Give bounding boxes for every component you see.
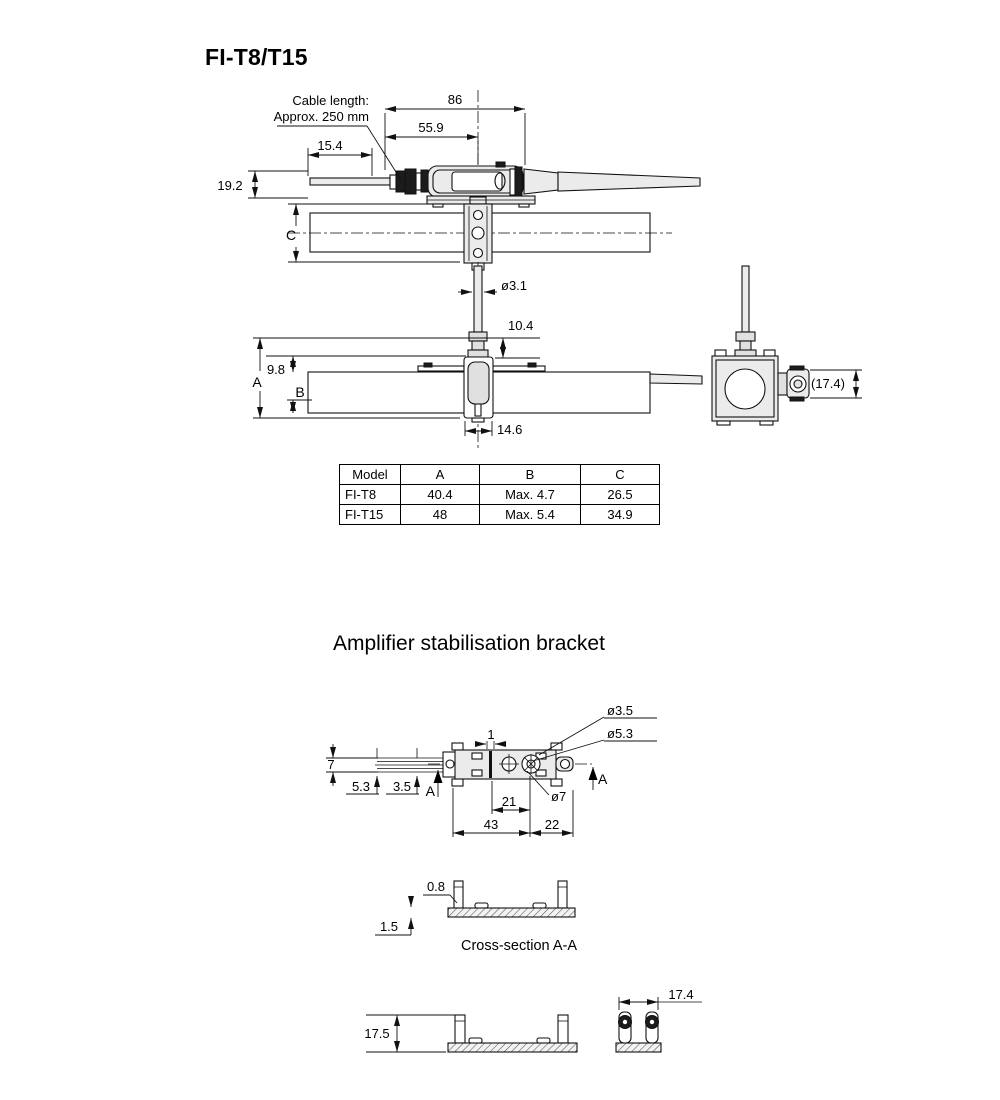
page-title: FI-T8/T15 [205,44,308,70]
bracket-cross-section-dimensions: 0.8 1.5 Cross-section A-A [375,879,577,954]
dim-1-5-label: 1.5 [380,919,398,934]
bracket-side-view [615,1011,662,1053]
dim-43-label: 43 [484,817,498,832]
dim-7-label: 7 [327,757,334,772]
cable-note-line2: Approx. 250 mm [274,109,369,124]
value-c-cell: 26.5 [580,484,660,505]
dim-dia3-1-label: ø3.1 [501,278,527,293]
dim-3-5-label: 3.5 [393,779,411,794]
dim-15-4-label: 15.4 [317,138,342,153]
model-table: Model A B C FI-T8 40.4 Max. 4.7 26.5 FI-… [339,464,660,525]
bracket-front-view [447,1014,578,1053]
value-b-cell: Max. 5.4 [479,504,581,525]
model-name-cell: FI-T15 [339,504,401,525]
section-a-right-label: A [598,771,608,787]
value-a-cell: 48 [400,504,480,525]
dim-17-5-label: 17.5 [364,1026,389,1041]
table-row-fit8: FI-T8 40.4 Max. 4.7 26.5 [339,484,660,505]
table-row-fit15: FI-T15 48 Max. 5.4 34.9 [339,504,660,525]
bracket-top-view-dimensions: ø3.5 ø5.3 ø7 1 7 5.3 3.5 [326,703,657,837]
bracket-side-view-dimensions: 17.4 [618,987,702,1010]
amplifier-side-view-dimensions: (17.4) [810,369,862,399]
amplifier-top-view [288,90,701,271]
amplifier-side-view [711,265,810,426]
amplifier-front-view-dimensions: ø3.1 10.4 A 9.8 B 14.6 [252,278,540,437]
dim-22-label: 22 [545,817,559,832]
dim-17-4-label: 17.4 [668,987,693,1002]
bracket-front-view-dimensions: 17.5 [364,1014,457,1053]
dim-21-label: 21 [502,794,516,809]
amplifier-front-view [307,262,703,448]
dim-86-label: 86 [448,92,462,107]
amplifier-top-view-dimensions: Cable length: Approx. 250 mm 86 55.9 15.… [217,92,526,263]
bracket-section-title: Amplifier stabilisation bracket [333,632,605,655]
value-c-cell: 34.9 [580,504,660,525]
cable-note-line1: Cable length: [292,93,369,108]
dim-5-3-label: 5.3 [352,779,370,794]
dim-55-9-label: 55.9 [418,120,443,135]
bracket-cross-section [447,880,576,918]
cross-section-caption: Cross-section A-A [461,938,577,954]
dim-17-4-paren-label: (17.4) [811,376,845,391]
dim-dia3-5-label: ø3.5 [607,703,633,718]
dim-c-label: C [286,227,296,243]
dim-9-8-label: 9.8 [267,362,285,377]
dim-19-2-label: 19.2 [217,178,242,193]
section-a-left-label: A [426,783,436,799]
dim-0-8-label: 0.8 [427,879,445,894]
dim-10-4-label: 10.4 [508,318,533,333]
dim-a-label: A [252,374,262,390]
dim-b-label: B [295,384,304,400]
dim-dia7-label: ø7 [551,789,566,804]
dim-14-6-label: 14.6 [497,422,522,437]
dim-dia5-3-label: ø5.3 [607,726,633,741]
dim-1-label: 1 [487,727,494,742]
